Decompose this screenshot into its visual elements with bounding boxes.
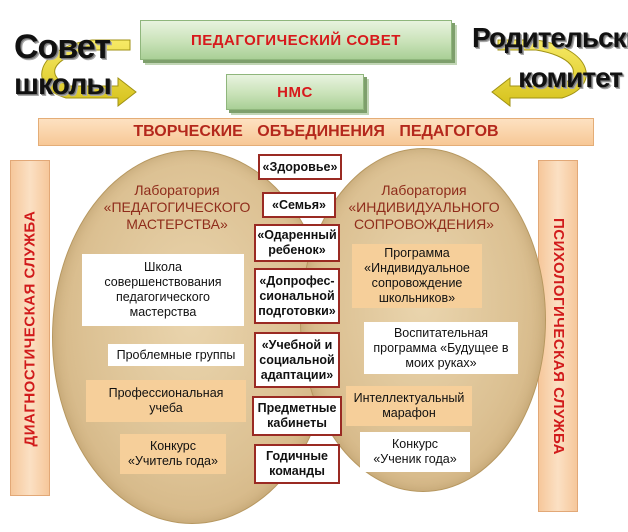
center-item-year-teams: Годичные команды [254, 444, 340, 484]
center-item-adaptation: «Учебной и социальной адаптации» [254, 332, 340, 388]
left-item-problem-groups: Проблемные группы [108, 344, 244, 366]
rod-komitet-label: Родительский комитет [472, 22, 628, 93]
sovet-shkoly-line1: Совет [14, 28, 111, 66]
rod-komitet-line1: Родительский [472, 22, 628, 53]
right-item-vospit-program: Воспитательная программа «Будущее в моих… [364, 322, 518, 374]
psych-service-label: ПСИХОЛОГИЧЕСКАЯ СЛУЖБА [549, 217, 567, 455]
left-curved-arrow [41, 39, 137, 108]
ped-sovet-bar: ПЕДАГОГИЧЕСКИЙ СОВЕТ [140, 20, 452, 60]
tvorcheskie-label: ТВОРЧЕСКИЕ ОБЪЕДИНЕНИЯ ПЕДАГОГОВ [133, 123, 499, 140]
diagnostic-service-label: ДИАГНОСТИЧЕСКАЯ СЛУЖБА [21, 210, 39, 446]
rod-komitet-line2: комитет [518, 62, 623, 93]
sovet-shkoly-label: Совет школы [14, 30, 134, 100]
right-item-marathon: Интеллектуальный марафон [346, 386, 472, 426]
nms-bar: НМС [226, 74, 364, 110]
left-item-prof-study: Профессиональная учеба [86, 380, 246, 422]
diagnostic-service-band: ДИАГНОСТИЧЕСКАЯ СЛУЖБА [10, 160, 50, 496]
center-item-gifted: «Одаренный ребенок» [254, 224, 340, 262]
center-item-subject-rooms: Предметные кабинеты [252, 396, 342, 436]
center-item-health: «Здоровье» [258, 154, 342, 180]
left-lab-title: Лаборатория «ПЕДАГОГИЧЕСКОГО МАСТЕРСТВА» [103, 182, 251, 232]
left-item-school: Школа совершенствования педагогического … [82, 254, 244, 326]
right-item-program: Программа «Индивидуальное сопровождение … [352, 244, 482, 308]
sovet-shkoly-line2: школы [14, 68, 112, 101]
right-curved-arrow [491, 39, 587, 108]
tvorcheskie-bar: ТВОРЧЕСКИЕ ОБЪЕДИНЕНИЯ ПЕДАГОГОВ [38, 118, 594, 146]
right-item-student-contest: Конкурс «Ученик года» [360, 432, 470, 472]
left-item-teacher-contest: Конкурс «Учитель года» [120, 434, 226, 474]
center-item-preprof: «Допрофес- сиональной подготовки» [254, 268, 340, 324]
ped-sovet-label: ПЕДАГОГИЧЕСКИЙ СОВЕТ [191, 31, 401, 49]
right-lab-title: Лаборатория «ИНДИВИДУАЛЬНОГО СОПРОВОЖДЕН… [348, 182, 500, 232]
center-item-family: «Семья» [262, 192, 336, 218]
nms-label: НМС [277, 83, 313, 101]
